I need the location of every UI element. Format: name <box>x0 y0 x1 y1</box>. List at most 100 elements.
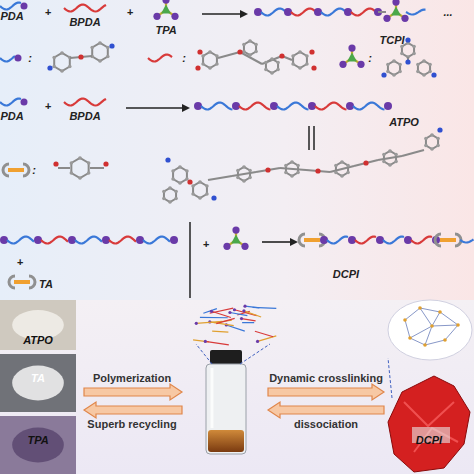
bond <box>218 52 240 58</box>
triamine-symbol <box>153 0 178 20</box>
vial-glass <box>206 364 246 454</box>
chemical-label: TPA <box>155 25 176 36</box>
bond <box>378 156 402 160</box>
chemical-label: : <box>182 53 186 64</box>
atom <box>47 65 52 70</box>
zoom-line <box>196 344 270 364</box>
process-arrow <box>84 384 182 400</box>
chemical-label: TCPI <box>379 35 404 46</box>
equivalence-bar <box>313 126 315 150</box>
atom <box>431 72 436 77</box>
bond <box>256 168 280 172</box>
chemical-label: BPDA <box>69 111 100 122</box>
ring <box>203 52 217 68</box>
bond <box>240 52 262 64</box>
ring <box>92 43 108 61</box>
chemical-label: PDA <box>0 11 23 22</box>
network-strand <box>230 313 247 316</box>
chemical-label: TA <box>39 279 53 290</box>
network-strand <box>255 331 273 336</box>
process-label: Superb recycling <box>87 419 176 430</box>
end-group <box>404 236 412 244</box>
polymer-chain <box>0 56 15 61</box>
end-group <box>136 236 144 244</box>
bond <box>90 167 104 169</box>
triamine-symbol <box>223 227 248 250</box>
ring <box>238 167 250 181</box>
atom <box>381 72 386 77</box>
chemical-label: + <box>203 239 209 250</box>
polymer-chain <box>321 9 345 16</box>
network-strand <box>258 336 277 342</box>
chemical-label: + <box>45 101 51 112</box>
ring <box>336 162 348 176</box>
network-strand <box>420 308 440 312</box>
polymer-chain <box>64 5 106 12</box>
chemical-label: ATPO <box>389 117 419 128</box>
sample-photo: TPA <box>0 416 76 474</box>
atom <box>315 168 320 173</box>
polymer-chain <box>261 9 285 16</box>
end-group <box>254 8 262 16</box>
end-group <box>384 102 392 110</box>
atom <box>78 54 83 59</box>
end-group <box>346 102 354 110</box>
end-group <box>344 8 352 16</box>
ring <box>293 52 307 68</box>
atom <box>187 179 192 184</box>
polymer-chain <box>355 237 376 244</box>
process-arrow <box>268 384 384 400</box>
network-strand <box>205 341 229 345</box>
chemical-label: + <box>45 7 51 18</box>
end-group <box>68 236 76 244</box>
end-group <box>21 3 28 10</box>
atom <box>195 65 200 70</box>
bond <box>280 168 306 170</box>
bond <box>330 166 354 172</box>
reaction-arrow <box>262 241 292 243</box>
end-group <box>376 236 384 244</box>
chemical-label: + <box>127 7 133 18</box>
network-strand <box>445 325 458 340</box>
arrow-head <box>240 10 248 18</box>
atom <box>197 49 202 54</box>
vial-cap <box>210 350 242 364</box>
bond <box>378 11 386 13</box>
zoom-line <box>388 358 392 398</box>
process-label: Polymerization <box>93 373 171 384</box>
chemical-label: : <box>32 165 36 176</box>
atom <box>211 195 216 200</box>
ring <box>71 158 88 178</box>
atom <box>53 161 58 166</box>
polymer-chain <box>460 239 474 242</box>
sample-photo: ATPO <box>0 300 76 350</box>
atom <box>405 37 410 42</box>
bond <box>208 176 232 180</box>
chemical-label: : <box>368 53 372 64</box>
sample-label: TA <box>31 372 45 384</box>
polymer-chain <box>0 3 21 10</box>
process-label: dissociation <box>294 419 358 430</box>
atom <box>405 59 410 64</box>
bond <box>262 56 282 64</box>
photo-background <box>0 300 474 474</box>
network-strand <box>405 308 420 320</box>
polymer-chain <box>7 237 34 244</box>
triamine-symbol <box>339 45 364 68</box>
powder <box>12 428 64 463</box>
network-strand <box>425 340 445 345</box>
end-group <box>21 99 28 106</box>
network-strand <box>410 338 425 345</box>
ring <box>426 135 438 149</box>
scheme <box>0 0 474 298</box>
network-strand <box>410 326 432 338</box>
ring <box>388 61 400 75</box>
dialdehyde-symbol <box>9 276 35 288</box>
network-strand <box>244 311 261 317</box>
atom <box>103 161 108 166</box>
polymer-chain <box>291 9 315 16</box>
network-strand <box>405 320 410 338</box>
chemical-label: : <box>28 53 32 64</box>
polymer-chain <box>351 9 375 16</box>
process-label: Dynamic crosslinking <box>269 373 383 384</box>
